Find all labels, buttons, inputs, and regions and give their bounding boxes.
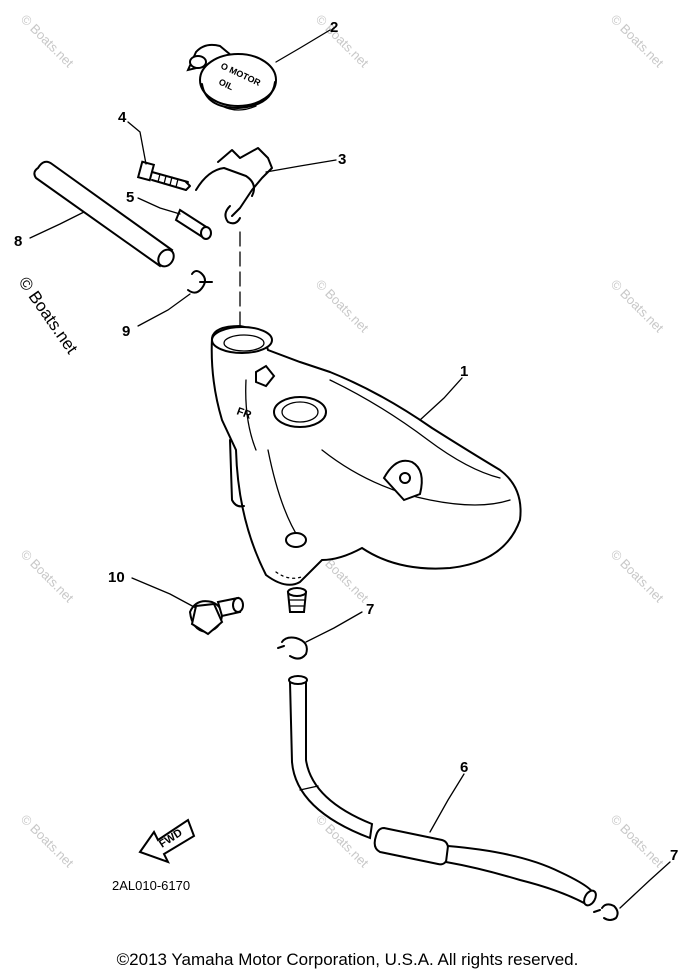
watermark-faint: © Boats.net	[313, 12, 372, 71]
watermark-faint: © Boats.net	[608, 547, 667, 606]
collar-part	[174, 208, 212, 240]
watermark-faint: © Boats.net	[18, 812, 77, 871]
callout-5: 5	[126, 189, 134, 206]
callout-2: 2	[330, 19, 338, 36]
copyright-notice: ©2013 Yamaha Motor Corporation, U.S.A. A…	[116, 950, 579, 969]
watermark-faint: © Boats.net	[608, 12, 667, 71]
bolt-part	[136, 160, 191, 191]
watermark-main: © Boats.net	[15, 273, 82, 357]
watermark-faint: © Boats.net	[608, 277, 667, 336]
callout-4: 4	[118, 109, 127, 126]
tank-outlet-nipple	[286, 587, 308, 613]
callout-3: 3	[338, 151, 346, 168]
oil-cap-part: O MOTOR OIL	[186, 43, 277, 111]
callout-9: 9	[122, 323, 130, 340]
watermark-faint: © Boats.net	[608, 812, 667, 871]
callout-7-upper: 7	[366, 601, 374, 618]
callout-7-lower: 7	[670, 847, 678, 864]
clamp-part	[195, 147, 273, 225]
callout-8: 8	[14, 233, 22, 250]
clip-part-lower	[593, 903, 619, 921]
watermark-faint: © Boats.net	[313, 277, 372, 336]
watermark-faint: © Boats.net	[18, 547, 77, 606]
leader-lines	[29, 29, 671, 909]
oil-tank-part: FR	[210, 324, 522, 586]
long-hose-part	[288, 675, 597, 907]
clip-part-middle	[277, 636, 308, 660]
callout-6: 6	[460, 759, 468, 776]
short-hose-part	[33, 160, 175, 268]
watermark-faint: © Boats.net	[18, 12, 77, 71]
callout-1: 1	[460, 363, 468, 380]
part-code: 2AL010-6170	[112, 878, 190, 893]
clip-part-upper	[187, 270, 213, 294]
callout-10: 10	[108, 569, 125, 586]
fwd-arrow-icon: FWD	[138, 818, 196, 864]
tank-mark-fr: FR	[235, 406, 253, 422]
mounting-bolt-part	[188, 596, 244, 636]
